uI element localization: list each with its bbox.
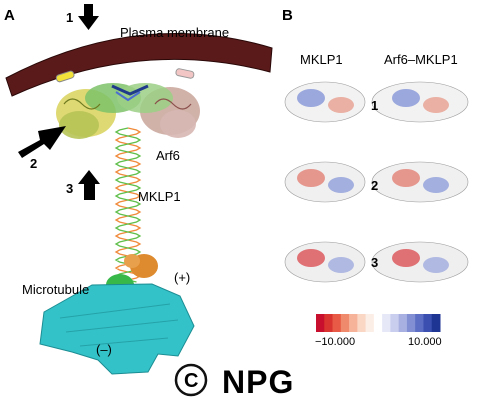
scale-swatch (324, 314, 334, 332)
microtubule (39, 283, 195, 375)
arf6-anchor-left (55, 70, 75, 83)
arrow-3-label: 3 (66, 181, 73, 196)
plus-end-label: (+) (174, 270, 190, 285)
arrow-3 (78, 170, 100, 200)
surface-r2-c1 (284, 161, 366, 203)
scale-swatch (406, 314, 416, 332)
microtubule-texture (59, 303, 179, 347)
surface-r1-c1 (284, 81, 366, 123)
row-label-2: 2 (371, 178, 378, 193)
arf6-label: Arf6 (156, 148, 180, 163)
scale-min-label: −10.000 (315, 336, 355, 348)
scale-swatch (332, 314, 342, 332)
scale-swatch (398, 314, 408, 332)
scale-swatch (349, 314, 358, 332)
arf6-mklp1-complex (56, 83, 200, 139)
surface-grid (284, 81, 469, 283)
membrane-label: Plasma membrane (120, 25, 229, 40)
arrow-2-label: 2 (30, 156, 37, 171)
arf6-anchor-right (175, 68, 195, 79)
row-label-1: 1 (371, 98, 378, 113)
scale-swatch (316, 314, 325, 332)
col-header-arf6-mklp1: Arf6–MKLP1 (384, 52, 458, 67)
surface-r2-c2 (371, 161, 469, 203)
plasma-membrane (5, 32, 273, 97)
electrostatic-scale-bar (316, 314, 441, 332)
copyright-symbol: C (184, 370, 198, 392)
surface-r1-c2 (371, 81, 469, 123)
scale-swatch (357, 314, 367, 332)
microtubule-label: Microtubule (22, 282, 89, 297)
minus-end-label: (–) (96, 342, 112, 357)
scale-swatch (423, 314, 433, 332)
col-header-mklp1: MKLP1 (300, 52, 343, 67)
scale-swatch (415, 314, 424, 332)
arrow-1-label: 1 (66, 10, 73, 25)
mklp1-label: MKLP1 (138, 189, 181, 204)
scale-swatch (382, 314, 391, 332)
copyright-icon (174, 363, 208, 397)
scale-swatch (390, 314, 400, 332)
publisher-mark: NPG (222, 364, 294, 400)
panel-b-label: B (282, 7, 293, 24)
arrow-2 (18, 126, 66, 158)
scale-swatch (340, 314, 350, 332)
panel-a-label: A (4, 7, 15, 24)
scale-swatch (373, 314, 383, 332)
scale-swatch (365, 314, 375, 332)
scale-max-label: 10.000 (408, 336, 442, 348)
arrow-1 (78, 4, 99, 30)
surface-r3-c1 (284, 241, 366, 283)
row-label-3: 3 (371, 255, 378, 270)
surface-r3-c2 (371, 241, 469, 283)
scale-swatch (431, 314, 441, 332)
